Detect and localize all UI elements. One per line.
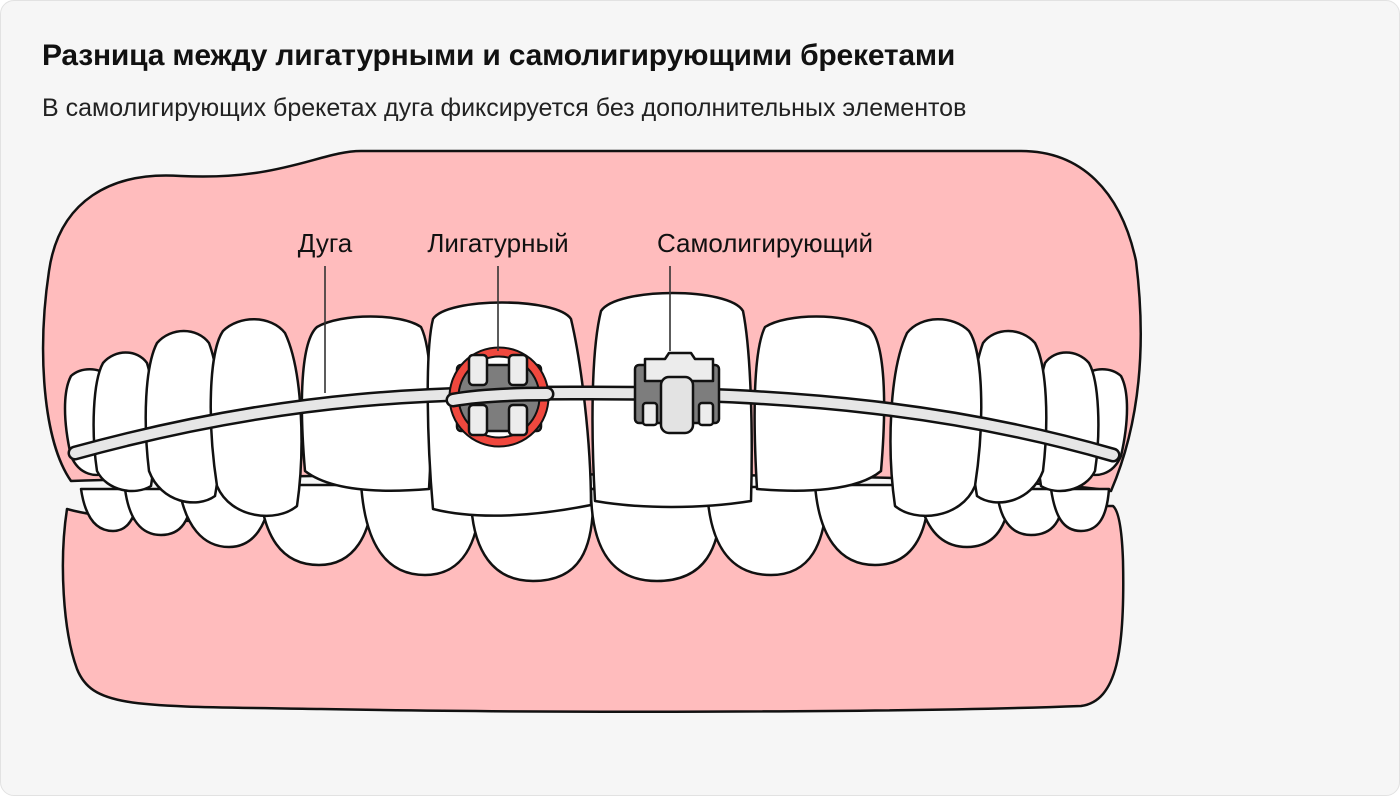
self-ligating-label: Самолигирующий	[657, 228, 873, 258]
diagram-title: Разница между лигатурными и самолигирующ…	[42, 39, 956, 72]
upper-tooth	[970, 329, 1048, 504]
upper-tooth	[1035, 351, 1100, 493]
upper-tooth	[92, 351, 157, 493]
ligature-bracket	[445, 346, 555, 448]
self-ligating-bracket	[633, 351, 721, 435]
arch-label: Дуга	[298, 228, 353, 258]
diagram-subtitle: В самолигирующих брекетах дуга фиксирует…	[42, 94, 967, 122]
arch-wire	[70, 387, 1118, 460]
ligature-label: Лигатурный	[427, 228, 568, 258]
upper-tooth	[144, 329, 222, 504]
self-ligating-clip	[659, 375, 695, 435]
lower-tooth	[1049, 487, 1111, 533]
